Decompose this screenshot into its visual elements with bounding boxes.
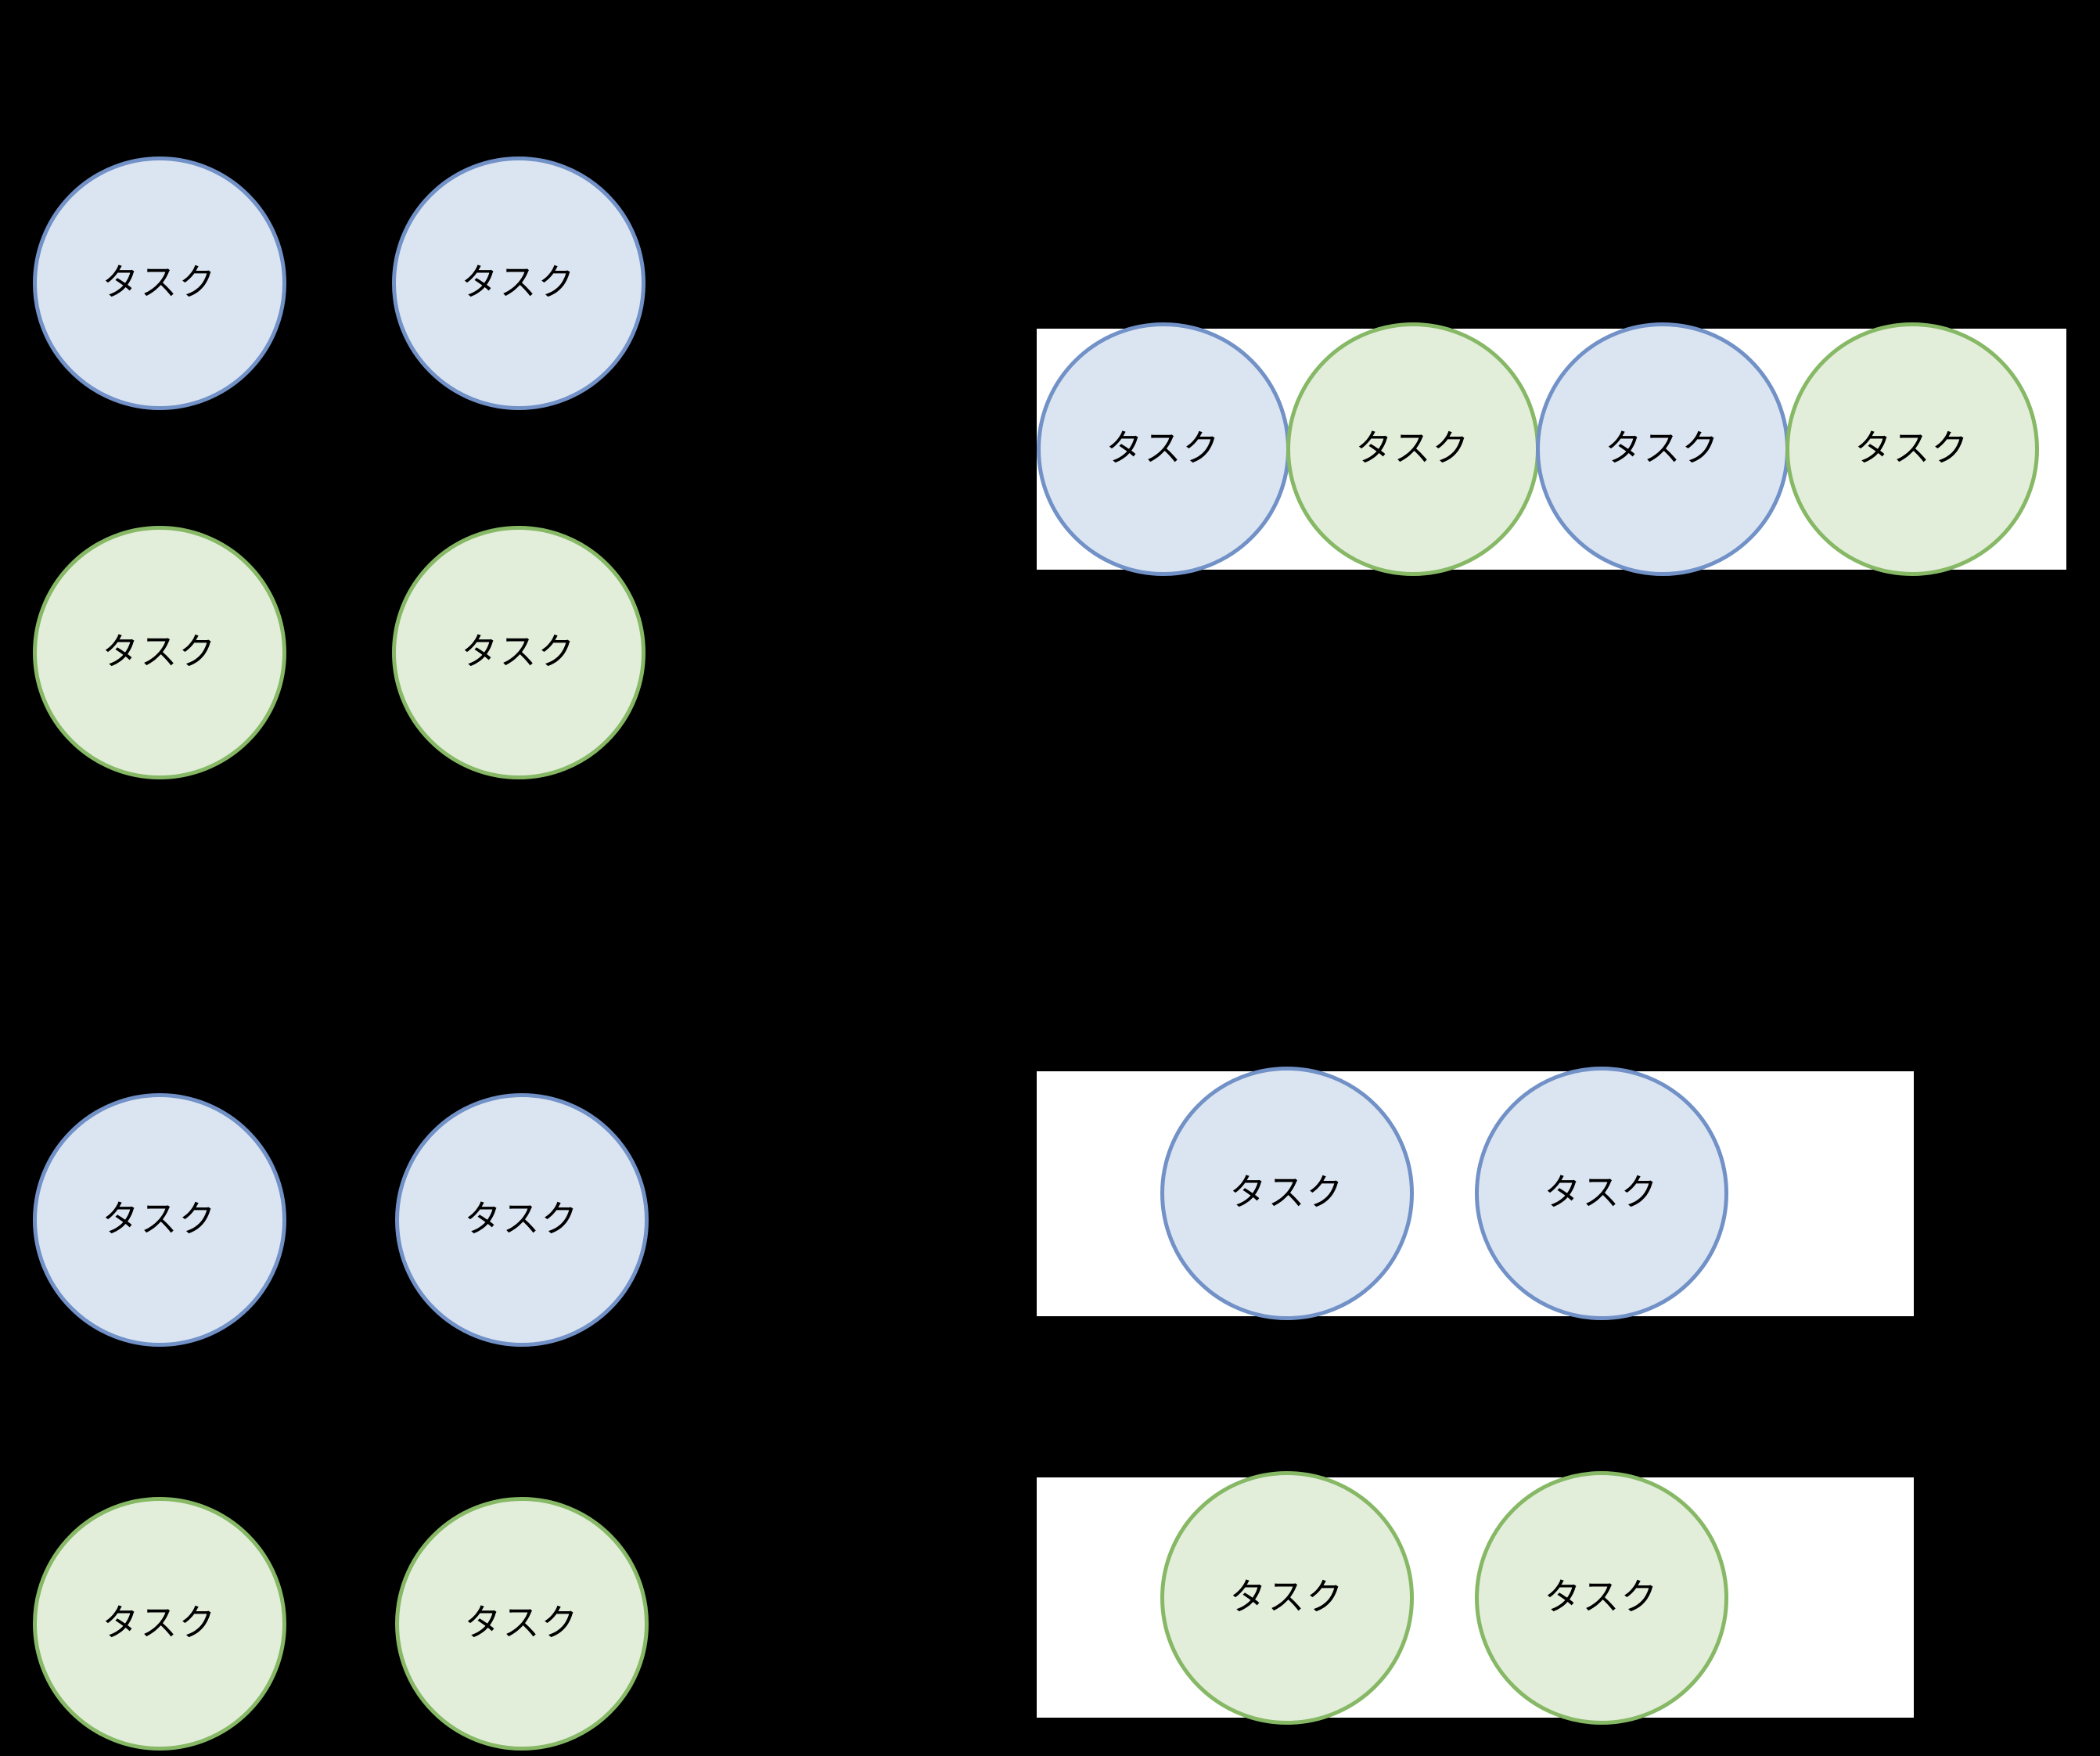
task-node-label: タスク bbox=[102, 1601, 218, 1645]
task-node-label: タスク bbox=[1544, 1575, 1660, 1619]
task-node: タスク bbox=[1475, 1067, 1728, 1320]
task-node-label: タスク bbox=[464, 1601, 580, 1645]
task-node-label: タスク bbox=[1544, 1171, 1660, 1214]
task-node-label: タスク bbox=[1229, 1575, 1345, 1619]
task-node: タスク bbox=[33, 1093, 286, 1347]
task-node: タスク bbox=[1286, 322, 1540, 576]
task-node: タスク bbox=[395, 1497, 649, 1751]
task-node-label: タスク bbox=[102, 1197, 218, 1241]
task-node-label: タスク bbox=[102, 261, 218, 304]
task-node-label: タスク bbox=[461, 261, 577, 304]
task-node: タスク bbox=[1160, 1471, 1414, 1725]
task-node: タスク bbox=[1160, 1067, 1414, 1320]
task-node: タスク bbox=[33, 526, 286, 779]
task-node-label: タスク bbox=[464, 1197, 580, 1241]
task-node-label: タスク bbox=[102, 630, 218, 674]
task-node: タスク bbox=[33, 157, 286, 410]
task-node: タスク bbox=[1037, 322, 1290, 576]
task-node: タスク bbox=[1536, 322, 1789, 576]
task-node: タスク bbox=[33, 1497, 286, 1751]
task-node: タスク bbox=[395, 1093, 649, 1347]
task-node-label: タスク bbox=[1106, 426, 1221, 470]
task-node-label: タスク bbox=[461, 630, 577, 674]
task-node: タスク bbox=[1785, 322, 2039, 576]
task-node: タスク bbox=[1475, 1471, 1728, 1725]
task-node-label: タスク bbox=[1605, 426, 1721, 470]
task-node: タスク bbox=[392, 526, 645, 779]
task-node-label: タスク bbox=[1355, 426, 1471, 470]
task-node-label: タスク bbox=[1854, 426, 1970, 470]
task-node: タスク bbox=[392, 157, 645, 410]
task-node-label: タスク bbox=[1229, 1171, 1345, 1214]
